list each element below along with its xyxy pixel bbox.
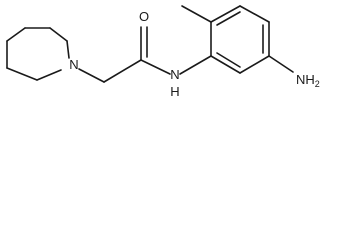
amide-nitrogen-label: N <box>170 67 179 82</box>
chemical-structure-diagram: N O N H NH2 <box>6 5 320 99</box>
benzene-ring <box>210 5 270 74</box>
bond <box>66 40 70 59</box>
amino-bond <box>268 55 294 73</box>
carbonyl-double-bond <box>140 26 148 61</box>
methyl-bond <box>181 5 212 23</box>
carbonyl-oxygen-label: O <box>139 9 149 24</box>
carbonyl-nh-bond <box>140 59 171 75</box>
n-ch2-bond <box>78 68 105 83</box>
bond <box>210 5 241 23</box>
ring-nitrogen-label: N <box>69 57 78 72</box>
bond <box>36 69 62 81</box>
bond <box>239 5 270 23</box>
bond <box>210 55 241 74</box>
amino-nh-text: NH <box>296 72 315 87</box>
aromatic-double-bond <box>216 11 241 26</box>
bond <box>6 27 26 42</box>
aromatic-double-bond <box>216 52 241 68</box>
amide-hydrogen-label: H <box>170 84 179 99</box>
nh-aryl-bond <box>179 55 212 75</box>
bond <box>49 27 68 42</box>
bond <box>239 55 270 74</box>
bond <box>6 67 38 81</box>
ch2-carbonyl-bond <box>103 59 142 83</box>
amino-group-label: NH2 <box>296 72 320 89</box>
amino-subscript-text: 2 <box>315 79 320 89</box>
piperidine-ring <box>6 27 70 81</box>
